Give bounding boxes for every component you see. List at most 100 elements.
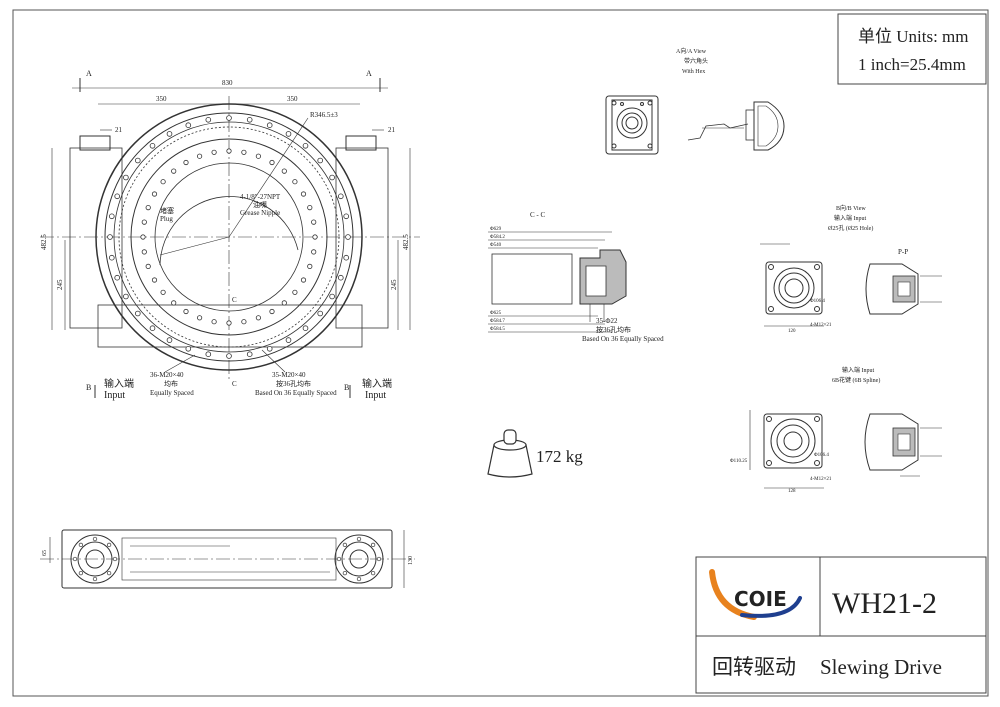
cc-d6: Φ584.5 bbox=[490, 327, 505, 332]
spline-view-labels: 输入端 Input 6B花键 (6B Spline) 128 4-M12×21 … bbox=[730, 366, 880, 494]
outer-bolt-hole bbox=[246, 351, 253, 358]
weight-block: 172 kg bbox=[487, 429, 583, 478]
inner-bolt-hole bbox=[269, 159, 275, 166]
inner-bolt-hole bbox=[140, 234, 146, 240]
bottom-bolt-hole bbox=[112, 556, 118, 562]
units-line1: 单位 Units: mm bbox=[858, 27, 969, 46]
spline-view bbox=[749, 410, 942, 489]
inner-bolt-hole bbox=[171, 168, 177, 174]
cc-d5: Φ584.7 bbox=[490, 319, 505, 324]
inner-bolt-hole bbox=[300, 191, 307, 197]
outer-bolt-hole bbox=[114, 274, 120, 281]
dim-482-right: 482.5 bbox=[402, 234, 410, 250]
weight-value: 172 kg bbox=[536, 447, 583, 466]
bottom-bolt-hole bbox=[370, 542, 376, 548]
bolt-left-1: 36-M20×40 bbox=[150, 371, 184, 379]
cc-d1: Φ629 bbox=[490, 227, 502, 232]
section-b-left: B bbox=[86, 383, 91, 392]
cc-d4: Φ625 bbox=[490, 311, 502, 316]
outer-bolt-hole bbox=[123, 174, 129, 181]
cc-holes-1: 35-Φ22 bbox=[596, 317, 618, 325]
cc-d2: Φ584.2 bbox=[490, 235, 505, 240]
bottom-bolt-hole bbox=[92, 536, 98, 542]
section-c-top: C bbox=[232, 296, 237, 304]
inner-bolt-hole bbox=[145, 205, 151, 211]
b-title-3: Ø25孔 (Ø25 Hole) bbox=[828, 224, 873, 232]
inner-bolt-hole bbox=[241, 149, 247, 155]
plug-cn: 堵塞 bbox=[160, 206, 174, 215]
spline-width-128: 128 bbox=[788, 489, 796, 494]
bottom-bolt-hole bbox=[342, 570, 348, 576]
section-a-left: A bbox=[86, 69, 92, 78]
outer-bolt-hole bbox=[185, 345, 192, 352]
plug-en: Plug bbox=[160, 215, 173, 223]
a-view-title-1: A向/A View bbox=[676, 47, 707, 55]
bottom-bolt-hole bbox=[370, 570, 376, 576]
bottom-bolt-hole bbox=[106, 570, 112, 576]
dim-21-right: 21 bbox=[388, 126, 396, 134]
input-left-en: Input bbox=[104, 390, 125, 401]
inner-bolt-hole bbox=[307, 263, 313, 269]
outer-bolt-hole bbox=[285, 337, 292, 343]
npt-callout: 4-1/8"-27NPT bbox=[240, 193, 281, 201]
inner-bolt-hole bbox=[160, 289, 166, 295]
bottom-view-labels: 65 130 bbox=[42, 550, 414, 565]
outer-bolt-hole bbox=[246, 117, 253, 123]
grease-cn: 油嘴 bbox=[253, 200, 267, 209]
b-width-120: 120 bbox=[788, 329, 796, 334]
bottom-bolt-hole bbox=[72, 556, 78, 562]
inner-bolt-hole bbox=[226, 148, 232, 154]
outer-bolt-hole bbox=[343, 254, 350, 261]
logo-text: COIE bbox=[734, 587, 787, 611]
bottom-bolt-hole bbox=[78, 542, 84, 548]
outer-bolt-pattern bbox=[107, 115, 351, 359]
inner-bolt-hole bbox=[141, 219, 147, 225]
inner-bolt-hole bbox=[255, 315, 261, 321]
outer-bolt-hole bbox=[109, 213, 115, 220]
bolt-left-3: Equally Spaced bbox=[150, 389, 194, 397]
inner-bolt-hole bbox=[292, 179, 298, 185]
b-view-labels: B向/B View 输入端 Input Ø25孔 (Ø25 Hole) P-P … bbox=[788, 204, 908, 334]
inner-bolt-hole bbox=[160, 179, 166, 185]
outer-bolt-hole bbox=[226, 353, 232, 359]
product-name-en: Slewing Drive bbox=[820, 655, 942, 679]
inner-bolt-hole bbox=[171, 300, 177, 306]
pp-title: P-P bbox=[898, 248, 908, 256]
spline-thread: 4-M12×21 bbox=[810, 477, 832, 482]
main-view bbox=[40, 78, 420, 398]
bottom-bolt-hole bbox=[78, 570, 84, 576]
spline-title-1: 输入端 Input bbox=[842, 366, 874, 374]
outer-bolt-hole bbox=[317, 157, 324, 164]
outer-bolt-hole bbox=[166, 337, 173, 343]
outer-bolt-hole bbox=[149, 325, 156, 332]
inner-bolt-hole bbox=[300, 277, 307, 283]
inner-bolt-hole bbox=[312, 234, 318, 240]
b-diameter: Φ106.4 bbox=[810, 299, 825, 304]
inner-bolt-hole bbox=[197, 315, 203, 321]
outer-bolt-hole bbox=[135, 157, 141, 164]
outer-bolt-hole bbox=[337, 193, 344, 200]
bolt-right-3: Based On 36 Equally Spaced bbox=[255, 389, 337, 397]
inner-bolt-hole bbox=[151, 277, 158, 283]
outer-bolt-hole bbox=[329, 174, 335, 181]
inner-bolt-hole bbox=[211, 149, 217, 155]
outer-bolt-hole bbox=[266, 122, 273, 128]
outer-bolt-hole bbox=[185, 122, 192, 128]
a-view-title-2: 带六角头 bbox=[684, 57, 708, 65]
cc-title: C - C bbox=[530, 211, 546, 219]
bottom-dim-65: 65 bbox=[42, 550, 48, 556]
bolt-right-1: 35-M20×40 bbox=[272, 371, 306, 379]
outer-bolt-hole bbox=[266, 345, 273, 352]
b-thread: 4-M12×21 bbox=[810, 323, 832, 328]
dim-482-left: 482.5 bbox=[40, 234, 48, 250]
product-name-cn: 回转驱动 bbox=[712, 655, 796, 679]
bolt-right-2: 按36孔均布 bbox=[276, 379, 311, 388]
inner-bolt-hole bbox=[211, 319, 217, 325]
outer-bolt-hole bbox=[123, 293, 129, 300]
spline-title-2: 6B花键 (6B Spline) bbox=[832, 376, 880, 384]
section-b-right: B bbox=[344, 383, 349, 392]
inner-bolt-hole bbox=[307, 205, 313, 211]
b-title-1: B向/B View bbox=[836, 204, 866, 212]
a-view-labels: A向/A View 带六角头 With Hex bbox=[676, 47, 708, 75]
